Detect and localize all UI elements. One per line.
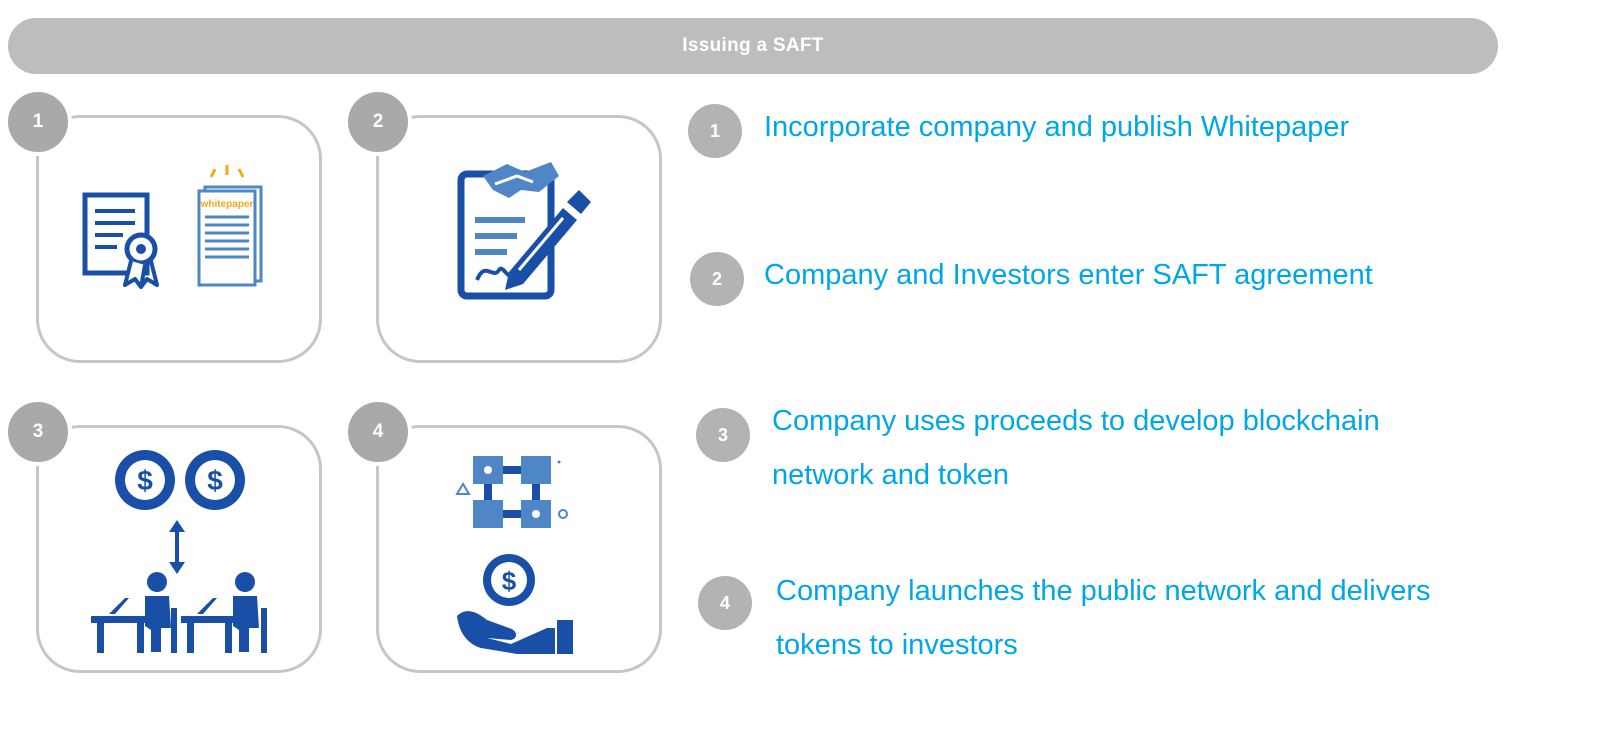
step-text-line: Company uses proceeds to develop blockch… xyxy=(772,405,1380,437)
svg-text:$: $ xyxy=(137,465,153,496)
step-badge-number: 4 xyxy=(719,592,730,613)
step-text-3: Company uses proceeds to develop blockch… xyxy=(772,394,1380,502)
svg-text:$: $ xyxy=(502,566,517,596)
step-badge-number: 3 xyxy=(717,424,728,445)
header-banner: Issuing a SAFT xyxy=(8,18,1498,74)
step-badge-2: 2 xyxy=(690,252,744,306)
blockchain-network-and-token-payout-icon: $ xyxy=(455,456,573,654)
step-badge-3: 3 xyxy=(696,408,750,462)
card-step-2 xyxy=(376,115,662,363)
certificate-and-whitepaper-icon: whitepaper xyxy=(82,165,263,289)
step-text-line: tokens to investors xyxy=(776,629,1018,661)
step-text-line: Company launches the public network and … xyxy=(776,575,1431,607)
step-badge-1: 1 xyxy=(688,104,742,158)
card-badge-number: 1 xyxy=(32,111,44,132)
step-text-4: Company launches the public network and … xyxy=(776,564,1430,672)
card-badge-3: 3 xyxy=(4,398,72,466)
card-badge-4: 4 xyxy=(344,398,412,466)
step-text-line: network and token xyxy=(772,459,1009,491)
step-text-line: Incorporate company and publish Whitepap… xyxy=(764,111,1350,143)
card-badge-number: 4 xyxy=(372,421,384,442)
header-title: Issuing a SAFT xyxy=(682,35,824,56)
card-badge-number: 3 xyxy=(32,421,44,442)
investors-funding-icon: $ $ xyxy=(91,450,267,653)
card-badge-1: 1 xyxy=(4,88,72,156)
card-badge-number: 2 xyxy=(372,111,384,132)
step-badge-number: 2 xyxy=(711,268,722,289)
step-text-1: Incorporate company and publish Whitepap… xyxy=(764,100,1349,154)
svg-text:$: $ xyxy=(207,465,223,496)
card-step-3: $ $ xyxy=(36,425,322,673)
card-step-4: $ xyxy=(376,425,662,673)
step-text-2: Company and Investors enter SAFT agreeme… xyxy=(764,248,1373,302)
card-step-1: whitepaper xyxy=(36,115,322,363)
whitepaper-label: whitepaper xyxy=(200,199,254,210)
card-badge-2: 2 xyxy=(344,88,412,156)
step-text-line: Company and Investors enter SAFT agreeme… xyxy=(764,259,1373,291)
step-badge-number: 1 xyxy=(709,120,720,141)
step-badge-4: 4 xyxy=(698,576,752,630)
handshake-contract-signing-icon xyxy=(457,162,591,300)
